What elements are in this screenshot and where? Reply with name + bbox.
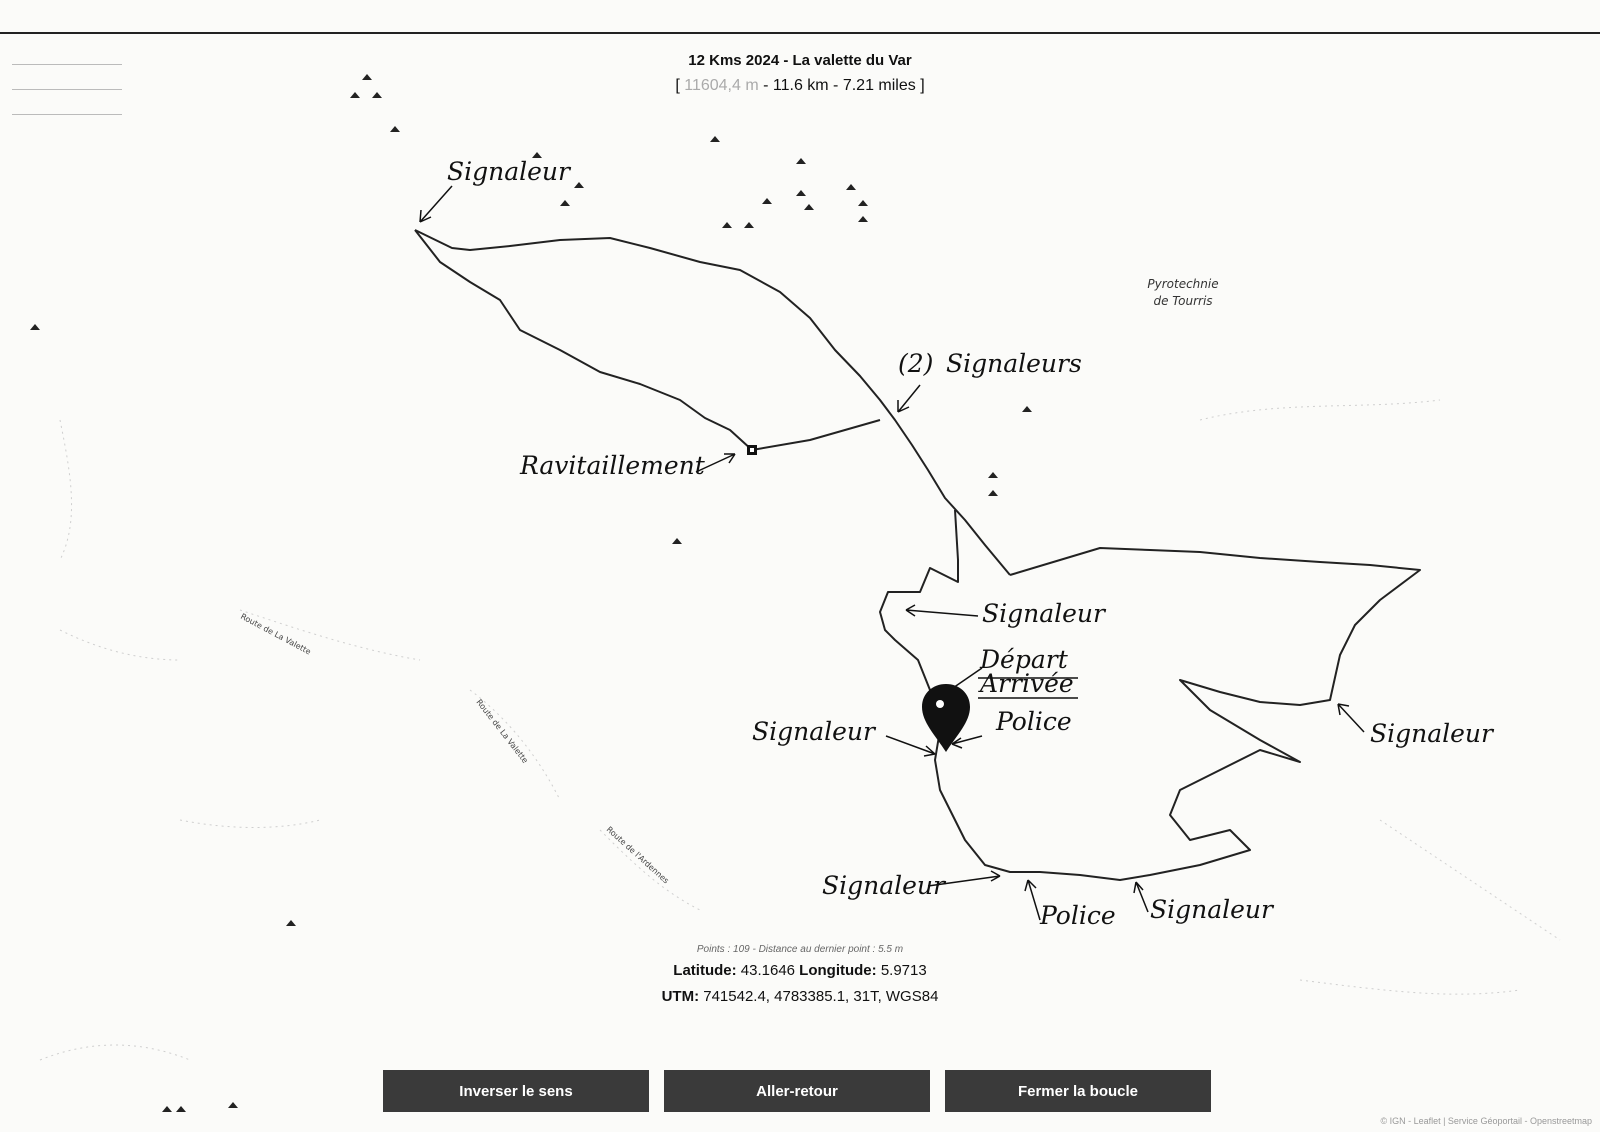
annotation-signaleur-top-left: Signaleur	[447, 157, 572, 186]
annotation-police-mid: Police	[995, 707, 1072, 736]
annotation-ravitaillement: Ravitaillement	[519, 451, 706, 480]
utm-value: 741542.4, 4783385.1, 31T, WGS84	[699, 988, 939, 1005]
annotation-signaleur-bottom-right: Signaleur	[1150, 895, 1275, 924]
annotation-police-bottom: Police	[1039, 901, 1116, 930]
utm-readout: UTM: 741542.4, 4783385.1, 31T, WGS84	[0, 988, 1600, 1005]
place-label-pyrotechnie-2: de Tourris	[1153, 294, 1212, 308]
road-label-route-valette: Route de La Valette	[239, 612, 312, 657]
summit-triangle-icon	[744, 222, 754, 228]
map-attribution[interactable]: © IGN - Leaflet | Service Géoportail - O…	[1380, 1116, 1592, 1126]
summit-triangle-icon	[176, 1106, 186, 1112]
lat-lon-readout: Latitude: 43.1646 Longitude: 5.9713	[0, 962, 1600, 979]
annotation-deux-signaleurs: Signaleurs	[946, 349, 1082, 378]
annotation-depart: Départ	[979, 645, 1069, 674]
latitude-value: 43.1646	[736, 962, 800, 979]
longitude-value: 5.9713	[876, 962, 927, 979]
handwritten-annotations	[419, 185, 1365, 921]
place-label-pyrotechnie-1: Pyrotechnie	[1147, 277, 1218, 291]
out-and-back-button[interactable]: Aller-retour	[664, 1070, 930, 1112]
summit-triangle-icon	[988, 490, 998, 496]
summit-triangle-icon	[286, 920, 296, 926]
summit-triangle-icon	[796, 190, 806, 196]
refuel-square-icon	[747, 445, 757, 455]
summit-triangle-icon	[162, 1106, 172, 1112]
left-panel-line	[12, 71, 122, 90]
left-panel-line	[12, 96, 122, 115]
summit-triangle-icon	[846, 184, 856, 190]
road-label-route-lardennes: Route de l'Ardennes	[605, 825, 671, 886]
summit-triangle-icon	[710, 136, 720, 142]
annotation-signaleur-left: Signaleur	[752, 717, 877, 746]
latitude-label: Latitude:	[673, 962, 737, 979]
annotation-signaleur-mid: Signaleur	[982, 599, 1107, 628]
summit-triangle-icon	[988, 472, 998, 478]
summit-triangle-icon	[804, 204, 814, 210]
route-title: 12 Kms 2024 - La valette du Var	[688, 52, 912, 69]
summit-triangle-icon	[858, 200, 868, 206]
summit-triangle-icon	[228, 1102, 238, 1108]
summit-triangle-icon	[390, 126, 400, 132]
summit-triangle-icon	[350, 92, 360, 98]
route-path	[414, 229, 1421, 881]
map-pin-icon[interactable]	[922, 684, 970, 752]
summit-triangle-icon	[362, 74, 372, 80]
summit-triangle-icon	[372, 92, 382, 98]
summit-triangle-icon	[762, 198, 772, 204]
distance-km-miles: - 11.6 km - 7.21 miles	[763, 77, 916, 94]
reverse-direction-button[interactable]: Inverser le sens	[383, 1070, 649, 1112]
top-divider	[0, 32, 1600, 34]
summit-triangle-icon	[560, 200, 570, 206]
annotation-signaleur-right: Signaleur	[1370, 719, 1495, 748]
summit-triangle-icon	[858, 216, 868, 222]
summit-markers	[30, 74, 1032, 1112]
map-background-features	[39, 399, 1561, 1061]
summit-triangle-icon	[574, 182, 584, 188]
longitude-label: Longitude:	[799, 962, 877, 979]
annotation-signaleur-bottom-left: Signaleur	[822, 871, 947, 900]
summit-triangle-icon	[796, 158, 806, 164]
annotation-arrivee: Arrivée	[978, 669, 1074, 698]
annotation-deux-signaleurs-number: (2)	[898, 349, 933, 378]
distance-bracket-open: [	[675, 77, 680, 94]
summit-triangle-icon	[672, 538, 682, 544]
left-panel	[12, 46, 122, 121]
utm-label: UTM:	[661, 988, 700, 1005]
handwritten-labels: Signaleur (2) Signaleurs Ravitaillement …	[447, 157, 1495, 930]
distance-bracket-close: ]	[920, 77, 925, 94]
close-loop-button[interactable]: Fermer la boucle	[945, 1070, 1211, 1112]
road-label-route-valette-2: Route de La Valette	[474, 698, 529, 765]
distance-meters: 11604,4 m	[684, 77, 759, 94]
summit-triangle-icon	[1022, 406, 1032, 412]
summit-triangle-icon	[722, 222, 732, 228]
summit-triangle-icon	[30, 324, 40, 330]
route-distance: [ 11604,4 m - 11.6 km - 7.21 miles ]	[0, 77, 1600, 95]
summit-triangle-icon	[532, 152, 542, 158]
points-info: Points : 109 - Distance au dernier point…	[696, 944, 904, 955]
left-panel-line	[12, 46, 122, 65]
